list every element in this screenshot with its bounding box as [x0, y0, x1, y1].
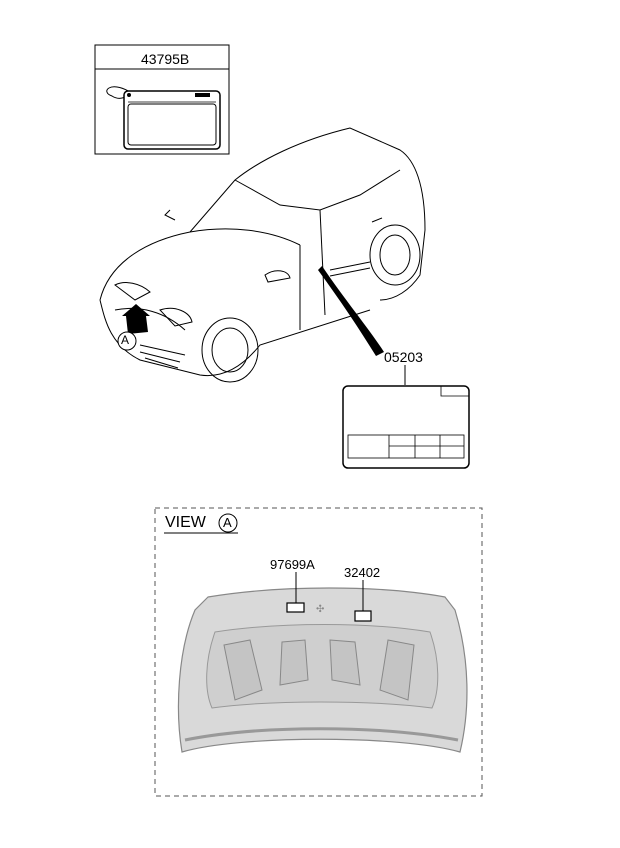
hood-arrow-icon [122, 304, 150, 334]
view-a-marker-icon [117, 331, 137, 351]
part-number-97699a[interactable]: 97699A [270, 557, 315, 572]
tag-callout-box [94, 44, 230, 155]
view-a-marker-label: A [121, 333, 130, 347]
svg-text:✣: ✣ [316, 604, 324, 615]
part-number-43795b[interactable]: 43795B [141, 51, 190, 67]
door-leader-icon [318, 266, 384, 356]
hood-illustration: ✣ [177, 572, 468, 753]
door-label-callout [342, 365, 470, 469]
view-a-box [154, 507, 483, 797]
vehicle-illustration [99, 127, 426, 383]
view-title-letter: A [223, 515, 232, 530]
view-title-circle-icon [218, 513, 238, 533]
part-number-32402[interactable]: 32402 [344, 565, 381, 580]
view-title: VIEW [165, 514, 206, 531]
part-number-05203[interactable]: 05203 [384, 349, 423, 365]
